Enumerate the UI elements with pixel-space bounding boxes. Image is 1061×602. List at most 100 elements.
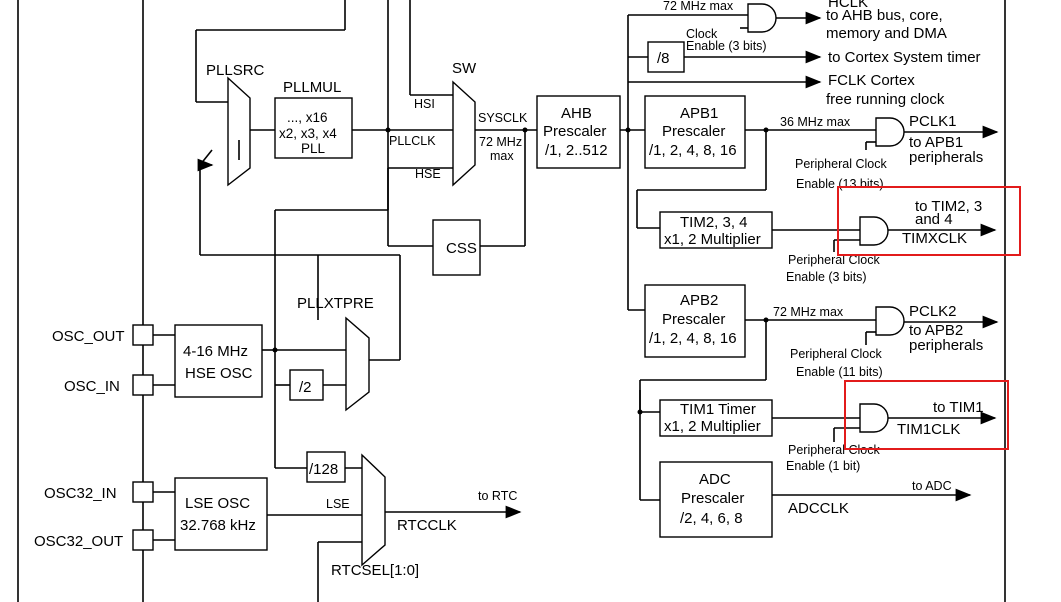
osc32-out-label: OSC32_OUT [34,533,123,550]
wires-hse [197,140,401,469]
osc-out-label: OSC_OUT [52,328,125,345]
highlight-timxclk [837,186,1021,256]
osc-in-label: OSC_IN [64,378,120,395]
svg-text:Peripheral Clock: Peripheral Clock [790,347,882,361]
osc-in-pin [132,374,154,396]
adcclk-label: ADCCLK [788,500,849,517]
svg-text:to TIM2, 3: to TIM2, 3 [915,198,982,215]
osc32-out-pin [132,529,154,551]
svg-text:Peripheral Clock: Peripheral Clock [788,443,880,457]
pllmul-label: PLLMUL [283,79,341,96]
svg-text:/2, 4, 6, 8: /2, 4, 6, 8 [680,510,743,527]
svg-text:Enable (13 bits): Enable (13 bits) [796,177,884,191]
svg-text:LSE OSC: LSE OSC [185,495,250,512]
svg-text:PCLK1: PCLK1 [909,113,957,130]
pclk2-and-gate [875,306,905,336]
svg-text:..., x16: ..., x16 [287,110,328,125]
svg-text:Enable (1 bit): Enable (1 bit) [786,459,860,473]
svg-text:72 MHz: 72 MHz [479,135,522,149]
svg-text:Prescaler: Prescaler [543,123,606,140]
pll-block: PLLMUL ..., x16 x2, x3, x4 PLL [274,79,353,159]
svg-text:32.768 kHz: 32.768 kHz [180,517,256,534]
css-block: CSS [432,219,481,276]
pllxtpre-mux: PLLXTPRE [297,295,374,412]
svg-text:/1, 2..512: /1, 2..512 [545,142,608,159]
wires-top [195,0,453,169]
svg-text:Prescaler: Prescaler [681,490,744,507]
svg-text:max: max [490,149,514,163]
sw-label: SW [452,60,477,77]
lse-label: LSE [326,497,350,511]
pllxtpre-label: PLLXTPRE [297,295,374,312]
svg-text:TIM2, 3, 4: TIM2, 3, 4 [680,214,748,231]
osc32-in-label: OSC32_IN [44,485,117,502]
apb2-prescaler: APB2 Prescaler /1, 2, 4, 8, 16 [644,284,746,358]
adc-prescaler: ADC Prescaler /2, 4, 6, 8 [659,461,773,538]
svg-text:HSE: HSE [415,167,441,181]
hse-osc: 4-16 MHz HSE OSC [174,324,263,398]
to-adc-label: to ADC [912,479,952,493]
osc-out-pin [132,324,154,346]
apb1-prescaler: APB1 Prescaler /1, 2, 4, 8, 16 [644,95,746,169]
cortex-timer-label: to Cortex System timer [828,49,981,66]
top-72mhz-label: 72 MHz max [663,0,734,13]
hclk-and-gate [747,3,777,33]
svg-text:x1, 2 Multiplier: x1, 2 Multiplier [664,231,761,248]
svg-text:ADC: ADC [699,471,731,488]
div8-label: /8 [657,50,670,67]
svg-text:and 4: and 4 [915,211,953,228]
svg-text:Clock: Clock [686,27,718,41]
svg-text:FCLK Cortex: FCLK Cortex [828,72,915,89]
svg-text:peripherals: peripherals [909,149,983,166]
svg-text:PLL: PLL [301,141,326,156]
svg-text:x2, x3, x4: x2, x3, x4 [279,126,337,141]
svg-text:free running clock: free running clock [826,91,945,108]
ahb-prescaler: AHB Prescaler /1, 2..512 [536,95,621,169]
tim1clk-and-gate [859,403,889,433]
svg-text:/1, 2, 4, 8, 16: /1, 2, 4, 8, 16 [649,142,737,159]
svg-text:peripherals: peripherals [909,337,983,354]
pllsrc-label: PLLSRC [206,62,265,79]
rtcsel-mux: RTCSEL[1:0] [331,453,419,579]
svg-text:Prescaler: Prescaler [662,311,725,328]
svg-text:HSE OSC: HSE OSC [185,365,253,382]
svg-text:PCLK2: PCLK2 [909,303,957,320]
svg-text:TIM1CLK: TIM1CLK [897,421,960,438]
svg-text:x1, 2 Multiplier: x1, 2 Multiplier [664,418,761,435]
pllsrc-mux: PLLSRC [206,62,265,187]
svg-text:72 MHz max: 72 MHz max [773,305,844,319]
sw-mux: SW HSI PLLCLK HSE [389,60,477,187]
tim1-multiplier: TIM1 Timer x1, 2 Multiplier [659,399,773,437]
svg-text:Prescaler: Prescaler [662,123,725,140]
svg-text:HSI: HSI [414,97,435,111]
svg-text:36 MHz max: 36 MHz max [780,115,851,129]
sysclk-label: SYSCLK [478,111,528,125]
svg-text:HCLK: HCLK [828,0,868,11]
svg-text:APB1: APB1 [680,105,718,122]
div2-label: /2 [299,379,312,396]
highlight-tim1clk [844,380,1009,450]
tim234-multiplier: TIM2, 3, 4 x1, 2 Multiplier [659,211,773,249]
lse-osc: LSE OSC 32.768 kHz [174,477,268,551]
svg-text:Peripheral Clock: Peripheral Clock [788,253,880,267]
timxclk-and-gate [859,216,889,246]
pclk1-and-gate [875,117,905,147]
svg-text:Peripheral Clock: Peripheral Clock [795,157,887,171]
svg-text:Enable (3 bits): Enable (3 bits) [686,39,767,53]
div128-label: /128 [309,461,338,478]
svg-text:to APB1: to APB1 [909,134,963,151]
svg-text:APB2: APB2 [680,292,718,309]
svg-text:TIMXCLK: TIMXCLK [902,230,967,247]
svg-text:to TIM1: to TIM1 [933,399,984,416]
to-rtc-label: to RTC [478,489,517,503]
svg-text:Enable (11 bits): Enable (11 bits) [796,365,883,379]
rtcsel-label: RTCSEL[1:0] [331,562,419,579]
svg-text:AHB: AHB [561,105,592,122]
svg-text:to APB2: to APB2 [909,322,963,339]
svg-text:to AHB bus, core,: to AHB bus, core, [826,7,943,24]
svg-text:/1, 2, 4, 8, 16: /1, 2, 4, 8, 16 [649,330,737,347]
svg-text:memory and DMA: memory and DMA [826,25,947,42]
svg-text:4-16 MHz: 4-16 MHz [183,343,248,360]
svg-text:Enable (3 bits): Enable (3 bits) [786,270,867,284]
